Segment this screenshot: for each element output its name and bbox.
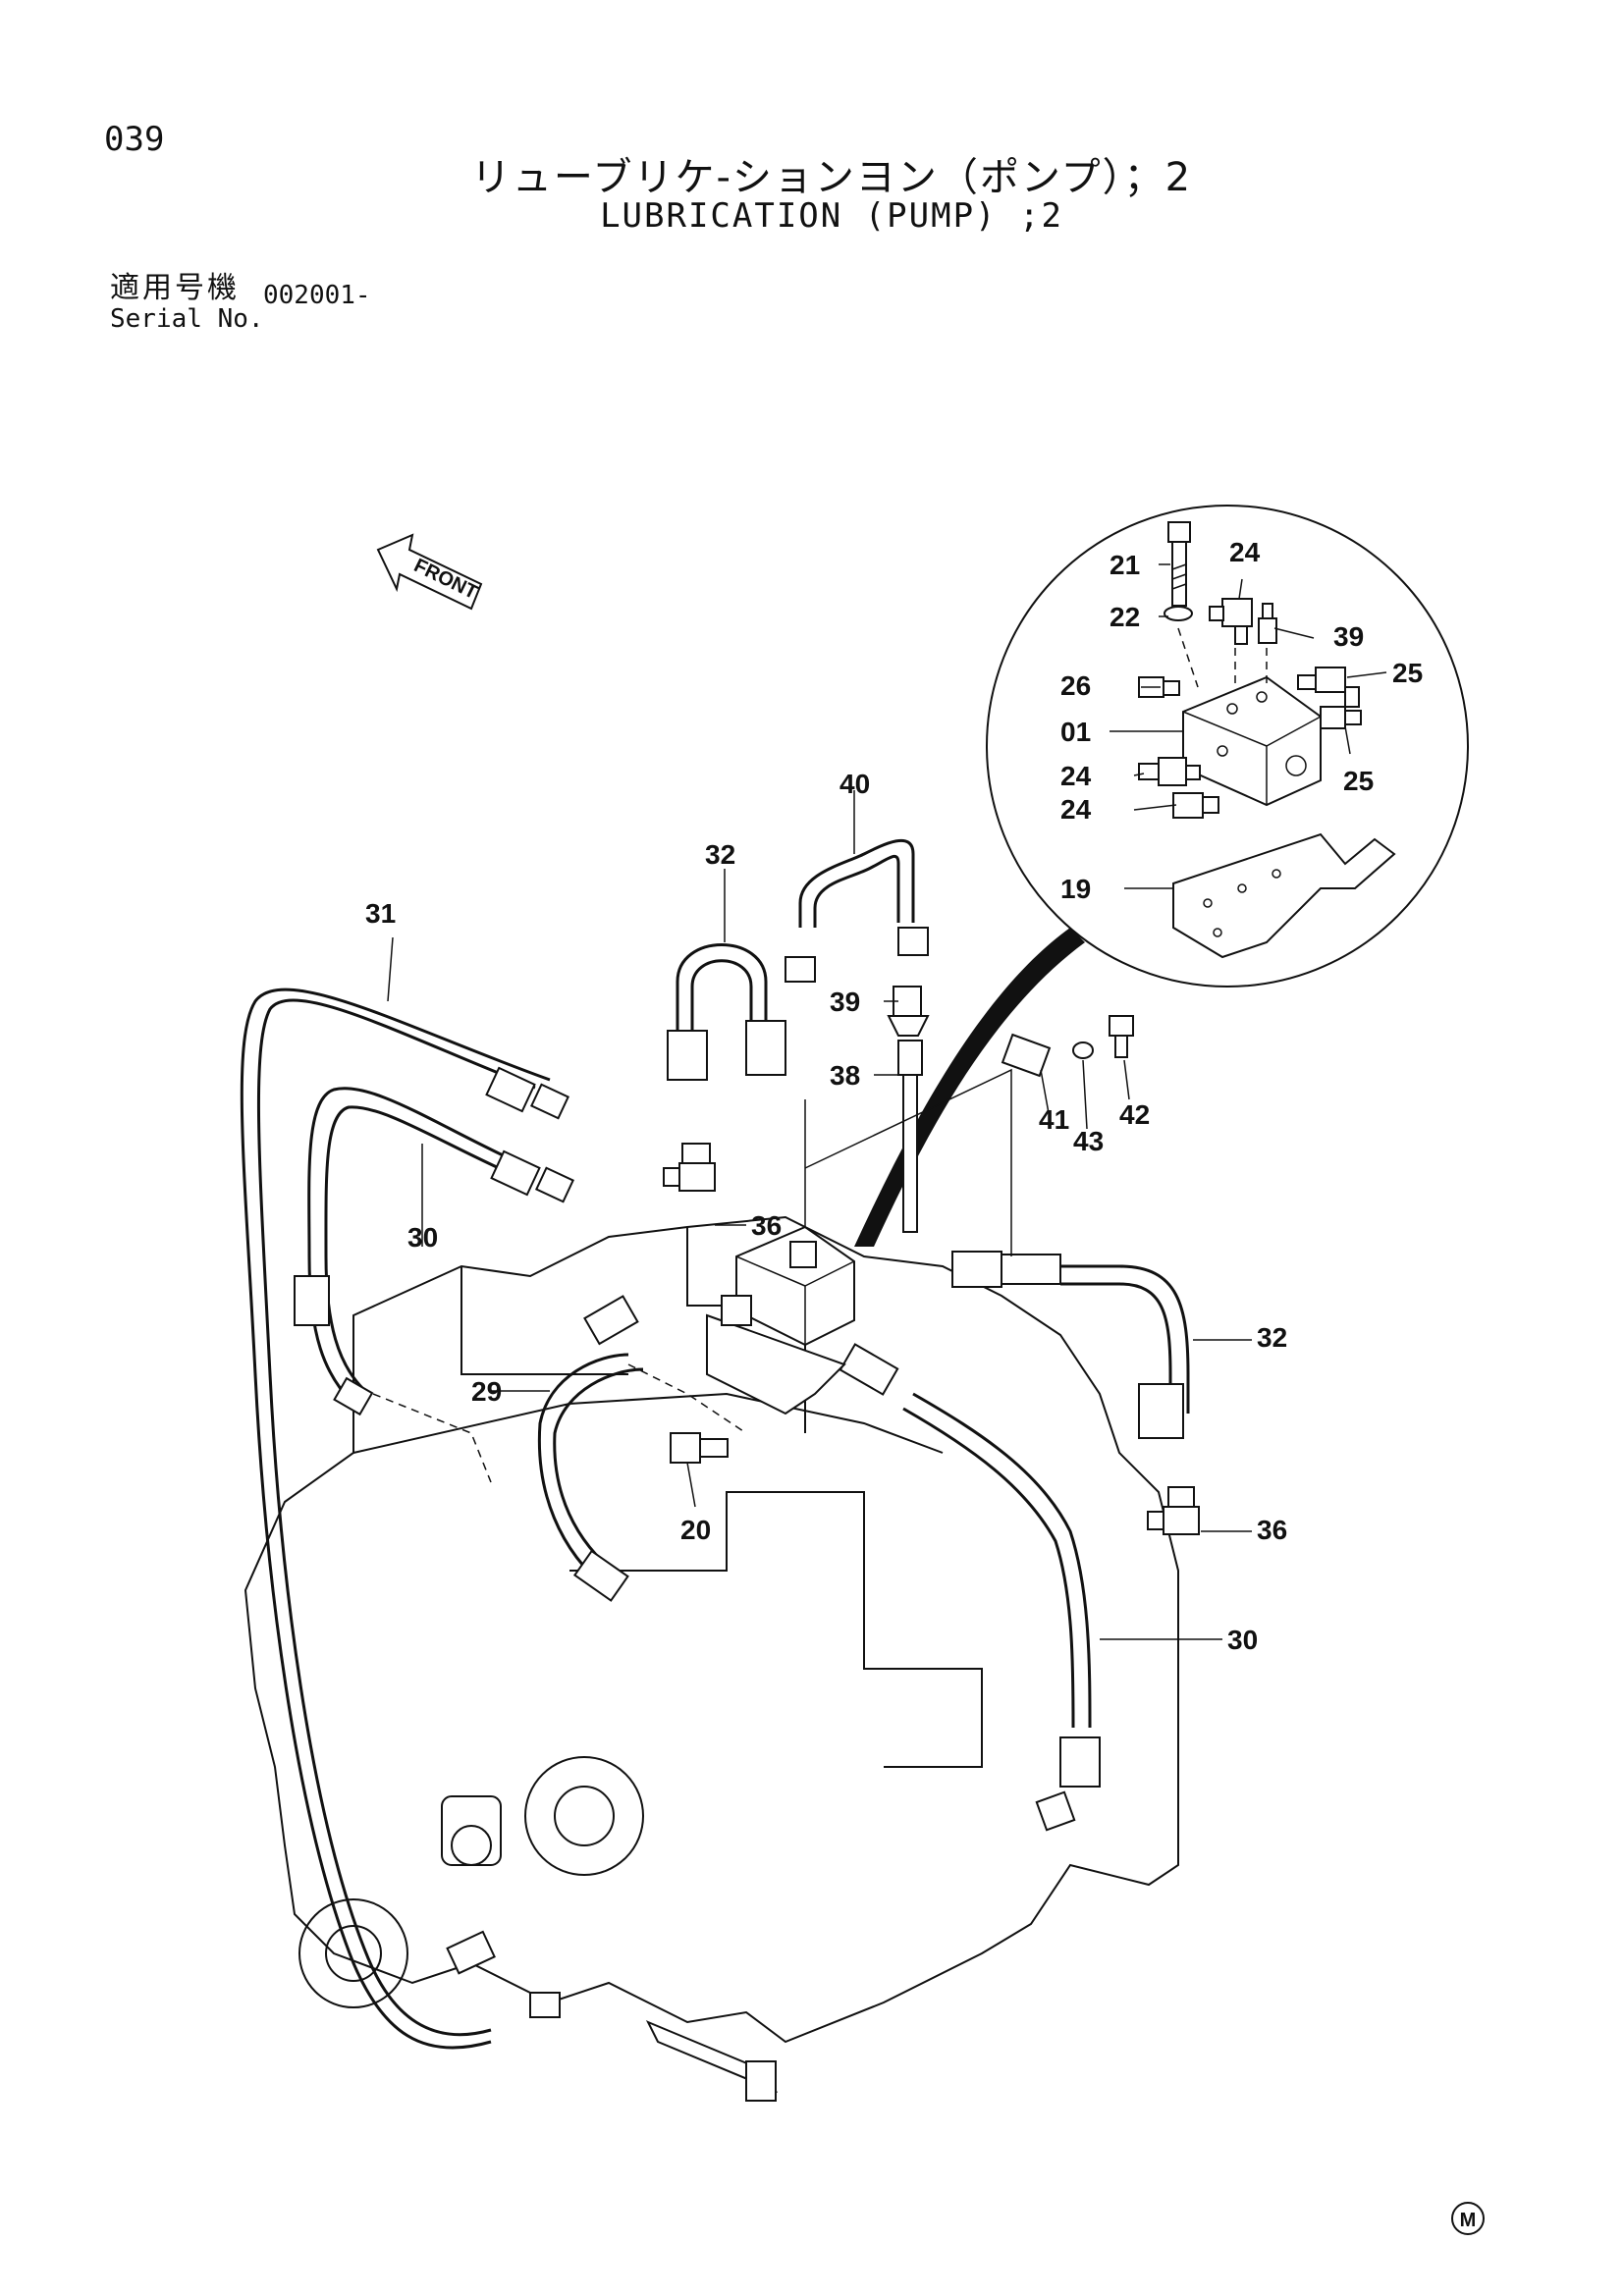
callout-30-left: 30 [407, 1222, 438, 1253]
page-title-japanese: リューブリケ-ションヨン（ポンプ）；2 [470, 155, 1193, 200]
detail-leader-band [854, 928, 1085, 1247]
callout-36-top: 36 [751, 1210, 782, 1241]
fitting-25-top [1297, 667, 1360, 708]
grease-nipple-39 [1258, 603, 1277, 644]
callout-29: 29 [471, 1376, 502, 1407]
manifold-block-detail [1182, 675, 1322, 807]
pipe-40 [798, 838, 915, 928]
elbow-fitting-24-top [1209, 598, 1253, 645]
serial-label-japanese: 適用号機 [110, 271, 240, 305]
callout-39-main: 39 [830, 987, 860, 1017]
hose-31 [240, 988, 551, 2050]
serial-label-english: Serial No. [110, 304, 264, 334]
callout-labels: 21 22 24 39 25 26 01 24 24 25 19 40 32 3… [365, 537, 1423, 1655]
page-title-english: LUBRICATION (PUMP) ;2 [600, 196, 1063, 236]
block-36-top [663, 1143, 716, 1192]
callout-40: 40 [839, 769, 870, 799]
callout-43: 43 [1073, 1126, 1104, 1156]
callout-24-low: 24 [1060, 794, 1092, 825]
callout-30-right: 30 [1227, 1625, 1258, 1655]
serial-number-value: 002001- [263, 281, 371, 310]
front-arrow-icon: FRONT [376, 533, 483, 611]
washer-detail [1164, 606, 1193, 621]
manifold-block-main [706, 1225, 855, 1415]
callout-21: 21 [1110, 550, 1140, 580]
callout-19: 19 [1060, 874, 1091, 904]
page-number: 039 [104, 120, 165, 159]
callout-36-right: 36 [1257, 1515, 1287, 1545]
circled-m-mark: M [1451, 2202, 1485, 2235]
callout-39-detail: 39 [1333, 621, 1364, 652]
callout-24-mid: 24 [1060, 761, 1092, 791]
callout-31: 31 [365, 898, 396, 929]
leader-lines [387, 563, 1387, 1640]
elbow-fitting-24-low [1172, 792, 1219, 819]
callout-25-top: 25 [1392, 658, 1423, 688]
callout-25-low: 25 [1343, 766, 1374, 796]
bolt-detail [1167, 521, 1191, 607]
callout-20: 20 [680, 1515, 711, 1545]
rod-38 [897, 1040, 923, 1076]
elbow-fitting-24-mid [1138, 757, 1201, 786]
callout-38: 38 [830, 1060, 860, 1091]
hose-30-left [307, 1087, 531, 1406]
fitting-25-low [1320, 706, 1362, 729]
block-36-right [1147, 1486, 1200, 1535]
bolt-42 [1109, 1015, 1134, 1037]
bolt-20 [670, 1432, 729, 1464]
main-fittings [294, 927, 1200, 2018]
hose-32-top [676, 943, 768, 1041]
svg-text:M: M [1460, 2210, 1477, 2231]
callout-41: 41 [1039, 1104, 1069, 1135]
hose-32-right [1060, 1264, 1190, 1414]
hoses [240, 838, 1190, 2050]
callout-32-right: 32 [1257, 1322, 1287, 1353]
pump-flange-center [524, 1756, 644, 1876]
callout-24-top: 24 [1229, 537, 1261, 567]
washer-43 [1072, 1041, 1094, 1059]
hose-29 [537, 1353, 629, 1592]
callout-01: 01 [1060, 717, 1091, 747]
pump-body [244, 1215, 1179, 2102]
pump-flange-left [298, 1898, 408, 2008]
callout-32-top: 32 [705, 839, 735, 870]
clip-41 [1001, 1033, 1052, 1078]
bracket-detail [1172, 832, 1396, 959]
callout-26: 26 [1060, 670, 1091, 701]
hose-30-right [912, 1392, 1092, 1729]
callout-42: 42 [1119, 1099, 1150, 1130]
callout-22: 22 [1110, 602, 1140, 632]
